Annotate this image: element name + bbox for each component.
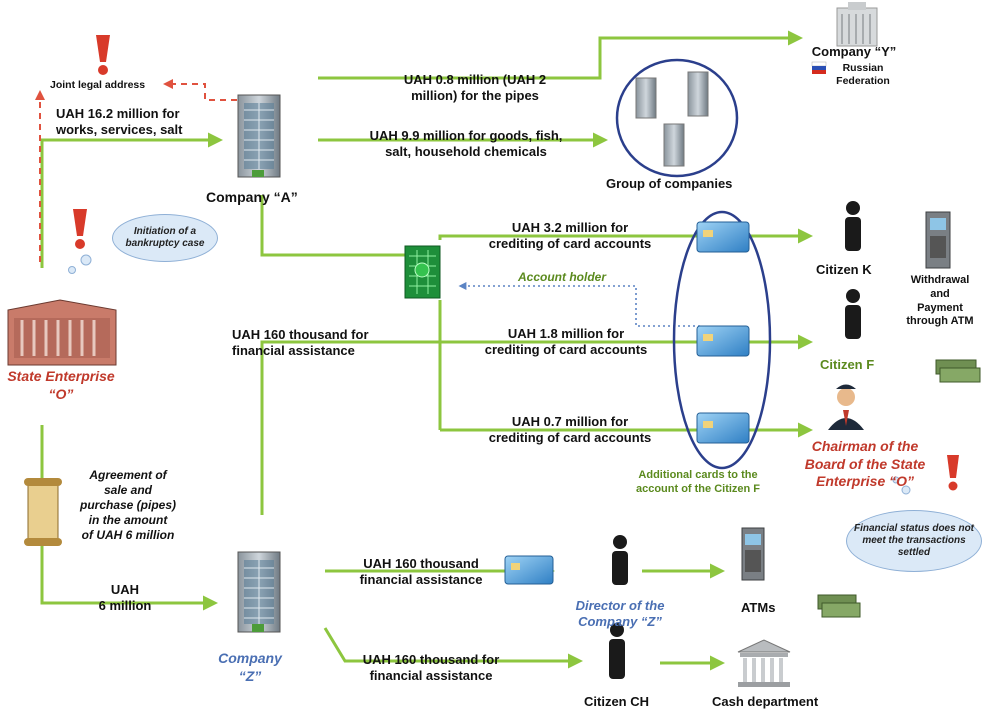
citizen-k-label: Citizen K [816, 262, 872, 277]
company-a-label: Company “A” [206, 189, 298, 205]
russian-federation-label: Russian Federation [836, 62, 890, 88]
flag-icon [811, 61, 827, 74]
flow-to-director-label: UAH 160 thousand financial assistance [359, 556, 483, 588]
financial-status-note: Financial status does not meet the trans… [846, 510, 982, 572]
person-icon [828, 384, 864, 430]
account-holder-link [458, 282, 700, 327]
arrow-a-to-hub [260, 195, 405, 257]
person-icon [612, 535, 628, 585]
flow-to-group-label: UAH 9.9 million for goods, fish, salt, h… [369, 128, 563, 160]
arrow-o-to-a [40, 132, 223, 268]
state-enterprise-label: State Enterprise “O” [7, 368, 115, 402]
factory-icon [7, 299, 117, 366]
dashed-a-to-address [163, 79, 248, 101]
citizen-f-label: Citizen F [820, 357, 875, 372]
withdrawal-label: Withdrawal and Payment through ATM [906, 274, 974, 328]
flow-to-ch-label: UAH 160 thousand for financial assistanc… [362, 652, 500, 684]
group-ellipse [615, 58, 739, 178]
additional-cards-label: Additional cards to the account of the C… [635, 469, 761, 495]
flow-arrows [40, 30, 813, 671]
legal-address-links [35, 79, 248, 262]
flow-to-z-label: UAH 6 million [98, 582, 152, 614]
group-of-companies-label: Group of companies [606, 176, 733, 191]
bank-icon [737, 639, 791, 687]
money-transfer-hub-icon [404, 245, 441, 299]
person-icon [609, 623, 625, 679]
building-icon [836, 2, 878, 47]
arrow-z-to-hub [260, 340, 440, 515]
flow-to-a-label: UAH 16.2 million for works, services, sa… [56, 106, 183, 138]
building-icon [635, 71, 709, 167]
money-icon [935, 359, 981, 383]
bank-card-icon [696, 221, 750, 253]
thought-dots [68, 254, 911, 495]
arrow-a-to-y [318, 30, 803, 80]
flow-to-y-label: UAH 0.8 million (UAH 2 million) for the … [403, 72, 547, 104]
building-icon [237, 94, 281, 178]
building-icon [237, 551, 281, 633]
bank-card-icon [696, 325, 750, 357]
exclamation-icon [73, 209, 87, 249]
bankruptcy-note: Initiation of a bankruptcy case [112, 214, 218, 262]
agreement-label: Agreement of sale and purchase (pipes) i… [79, 468, 177, 542]
atms-label: ATMs [741, 600, 776, 615]
joint-legal-address-label: Joint legal address [50, 79, 146, 91]
bank-card-icon [504, 555, 554, 585]
atm-icon [741, 527, 765, 581]
flow-to-chairman-label: UAH 0.7 million for crediting of card ac… [488, 414, 652, 446]
company-z-label: Company “Z” [218, 650, 282, 684]
flow-to-f-label: UAH 1.8 million for crediting of card ac… [484, 326, 648, 358]
cards-ellipse [672, 210, 772, 470]
exclamation-icon [947, 455, 959, 491]
arrow-z-to-ch [323, 627, 583, 669]
chairman-label: Chairman of the Board of the State Enter… [804, 438, 926, 489]
flow-to-k-label: UAH 3.2 million for crediting of card ac… [488, 220, 652, 252]
person-icon [845, 289, 861, 339]
company-y-label: Company “Y” [811, 44, 897, 59]
person-icon [845, 201, 861, 251]
cash-department-label: Cash department [712, 694, 819, 709]
money-icon [817, 594, 861, 618]
exclamation-icon [96, 35, 110, 75]
flow-financial-assistance-label: UAH 160 thousand for financial assistanc… [232, 327, 369, 359]
account-holder-label: Account holder [518, 270, 607, 284]
arrow-hub-to-k [438, 228, 813, 244]
bank-card-icon [696, 412, 750, 444]
director-z-label: Director of the Company “Z” [575, 598, 665, 630]
atm-icon [925, 211, 951, 269]
scroll-icon [24, 478, 62, 546]
citizen-ch-label: Citizen CH [584, 694, 649, 709]
